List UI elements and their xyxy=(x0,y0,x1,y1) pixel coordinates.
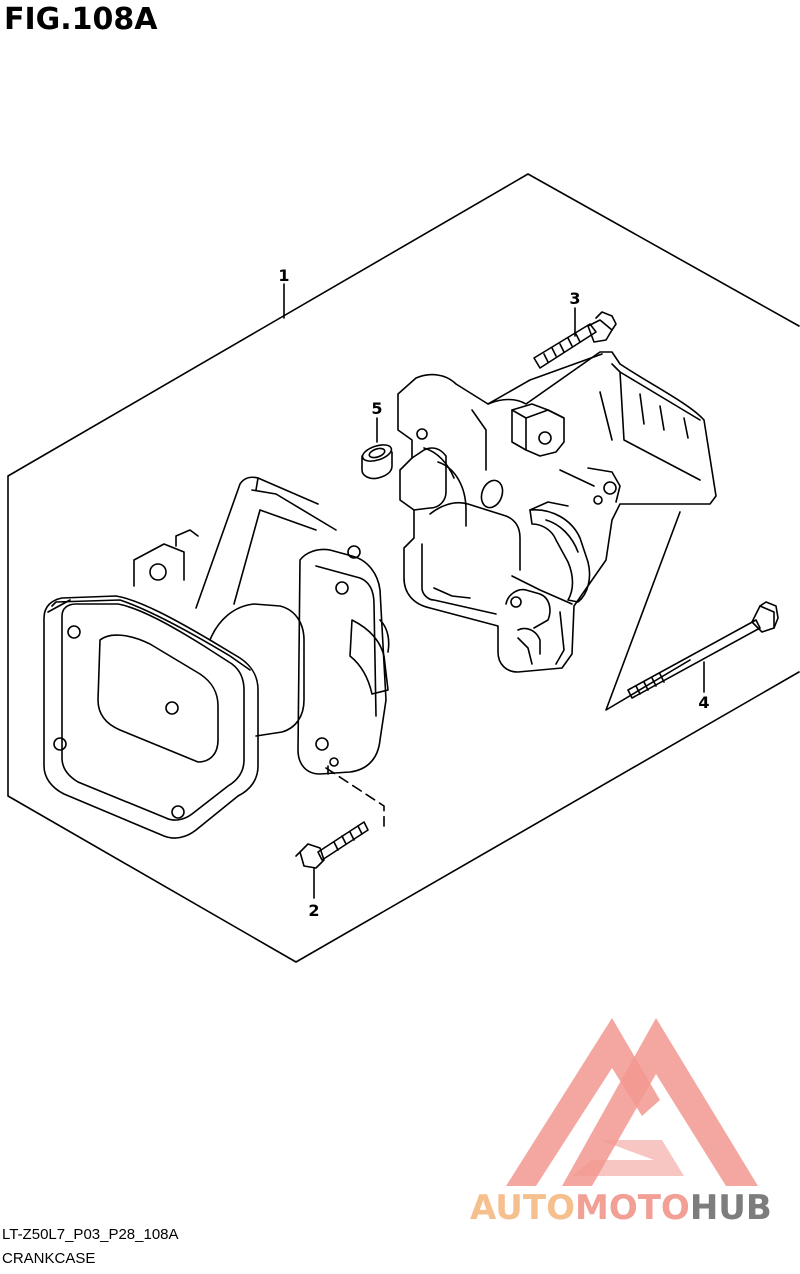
callout-3: 3 xyxy=(569,289,580,308)
bolt-4 xyxy=(627,601,779,699)
watermark-text: AUTOMOTOHUB xyxy=(470,1188,772,1228)
crankcase-left-half xyxy=(43,476,390,839)
bolt-3 xyxy=(533,311,617,369)
figure-title: FIG.108A xyxy=(4,2,158,37)
diagram-caption: CRANKCASE xyxy=(2,1250,96,1267)
alignment-dashed xyxy=(325,767,385,827)
watermark-hub: HUB xyxy=(689,1188,772,1228)
alignment-line xyxy=(605,511,691,711)
assembly-boundary xyxy=(7,173,800,963)
dowel-pin xyxy=(361,444,393,480)
callout-4: 4 xyxy=(698,693,709,712)
watermark-auto: AUTO xyxy=(470,1188,575,1228)
watermark-logo xyxy=(506,1018,758,1186)
callout-5: 5 xyxy=(371,399,382,418)
bolt-2 xyxy=(295,821,369,869)
callout-1: 1 xyxy=(278,266,289,285)
callout-2: 2 xyxy=(308,901,319,920)
diagram-code: LT-Z50L7_P03_P28_108A xyxy=(2,1226,179,1243)
crankcase-right-half xyxy=(397,351,717,673)
watermark-moto: MOTO xyxy=(574,1188,690,1228)
